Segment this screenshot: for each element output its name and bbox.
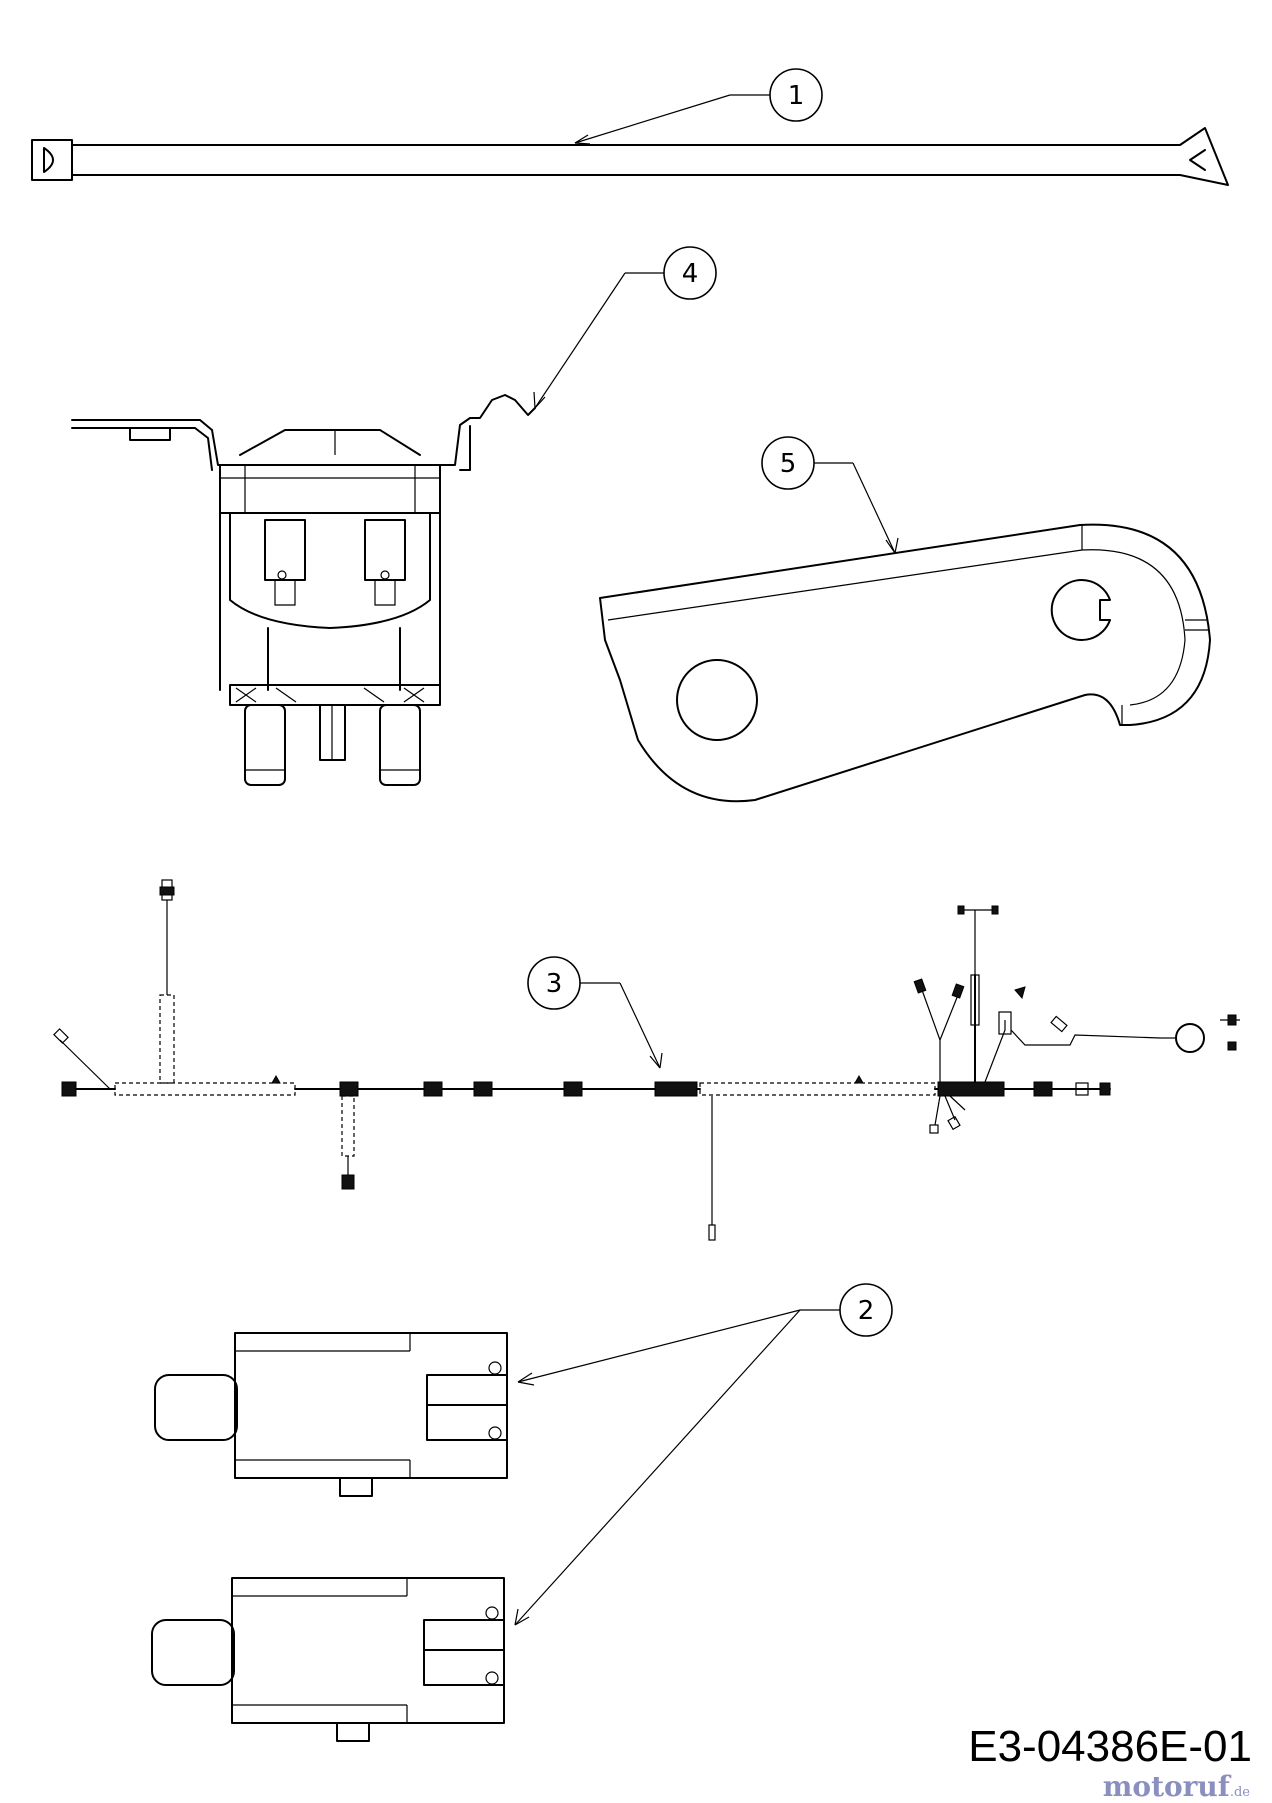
part-2-plunger-switch-upper	[154, 1332, 508, 1497]
callout-4-label: 4	[682, 259, 699, 289]
callout-3-label: 3	[546, 969, 563, 999]
callout-1: 1	[574, 68, 823, 145]
callout-4: 4	[533, 246, 717, 409]
watermark-logo: motoruf.de	[1103, 1770, 1250, 1803]
part-3-wiring-harness	[53, 879, 1240, 1241]
part-5-lever-plate	[599, 523, 1211, 803]
watermark-tld: .de	[1229, 1785, 1250, 1800]
callout-5: 5	[761, 436, 899, 554]
part-4-ignition-switch	[71, 394, 536, 786]
callout-2: 2	[514, 1283, 893, 1626]
callout-1-label: 1	[788, 81, 805, 111]
drawing-code: E3-04386E-01	[968, 1722, 1252, 1771]
callout-3: 3	[527, 956, 663, 1069]
watermark-brand: motoruf	[1102, 1770, 1230, 1803]
callout-2-label: 2	[858, 1296, 875, 1326]
part-1-cable-tie	[31, 127, 1229, 186]
part-2-plunger-switch-lower	[151, 1577, 505, 1742]
callout-5-label: 5	[780, 449, 797, 479]
